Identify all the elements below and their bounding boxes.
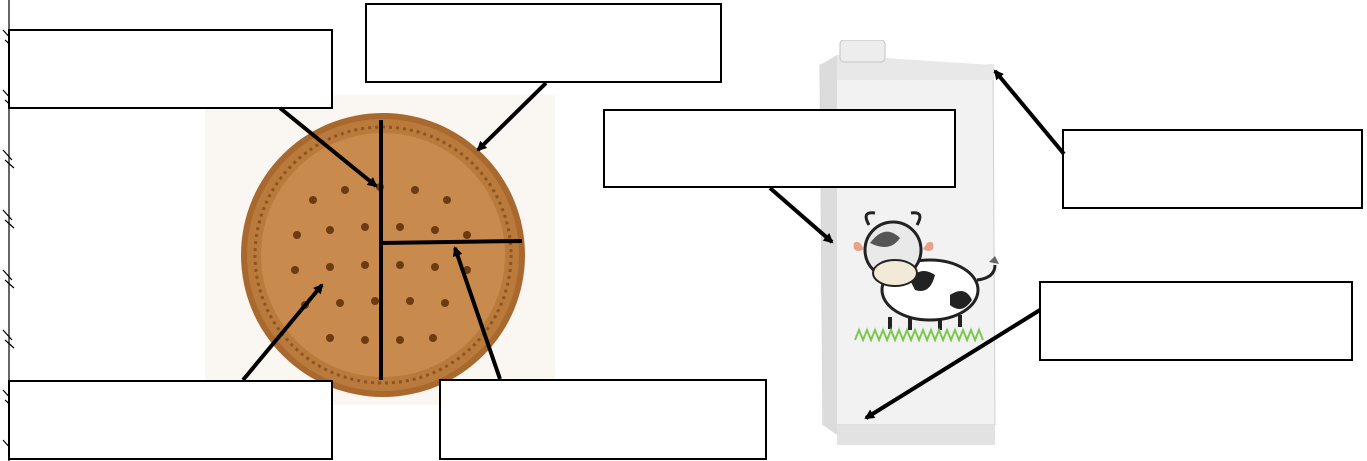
arrow-carton-top-right — [995, 71, 1064, 154]
label-box-biscuit-bottom-right[interactable] — [439, 379, 767, 460]
label-box-carton-bottom-right[interactable] — [1039, 281, 1353, 361]
biscuit-image — [205, 95, 555, 405]
label-box-carton-top-right[interactable] — [1062, 129, 1363, 209]
label-box-biscuit-bottom-left[interactable] — [8, 380, 333, 460]
label-box-carton-middle[interactable] — [603, 109, 956, 188]
label-box-biscuit-top-left[interactable] — [8, 29, 333, 109]
label-box-biscuit-top[interactable] — [365, 3, 722, 83]
milk-carton-image — [805, 40, 1005, 450]
